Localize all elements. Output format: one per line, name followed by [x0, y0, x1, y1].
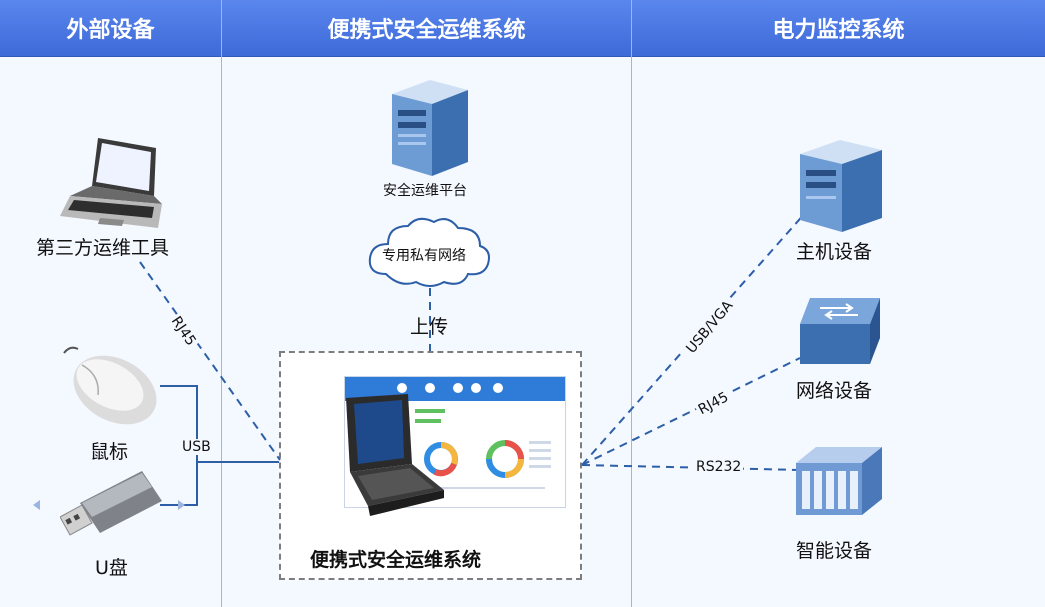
rugged-laptop-icon: [346, 394, 444, 516]
portable-device: [340, 376, 566, 516]
usb-disk-icon: [60, 471, 162, 536]
usb-disk-label: U盘: [95, 557, 128, 579]
host-label: 主机设备: [796, 241, 873, 263]
rj45-left-line: [139, 261, 281, 461]
mouse-label: 鼠标: [90, 441, 129, 463]
power-title: 电力监控系统: [772, 18, 905, 43]
cloud-icon: [368, 217, 490, 287]
column-divider: [631, 0, 632, 607]
host-server-icon: [800, 140, 882, 232]
rs232-label: RS232: [694, 459, 744, 475]
external-header: 外部设备: [0, 0, 221, 57]
usb-left-label: USB: [180, 439, 213, 455]
portable-title: 便携式安全运维系统: [327, 18, 526, 43]
rs232-line: [581, 464, 801, 471]
laptop-icon: [60, 138, 162, 228]
mouse-icon: [63, 346, 157, 425]
toolbar-icon: [397, 383, 407, 393]
toolbar-icon: [493, 383, 503, 393]
toolbar-icon: [425, 383, 435, 393]
server-label: 安全运维平台: [383, 183, 467, 199]
software-dashboard: [415, 409, 551, 489]
cloud-label: 专用私有网络: [382, 248, 466, 264]
network-switch-icon: [800, 298, 880, 364]
network-label: 网络设备: [796, 380, 873, 402]
power-header: 电力监控系统: [632, 0, 1045, 57]
smart-device-icon: [796, 447, 882, 515]
disk-arrow-left: [33, 500, 40, 510]
rj45-right-line: [581, 357, 801, 466]
portable-header: 便携式安全运维系统: [222, 0, 631, 57]
server-icon: [392, 80, 468, 176]
toolbar-icon: [453, 383, 463, 393]
upload-label: 上传: [410, 316, 449, 338]
toolbar-icon: [471, 383, 481, 393]
disk-arrow-right: [178, 500, 185, 510]
external-title: 外部设备: [66, 18, 155, 43]
column-divider: [221, 0, 222, 607]
portable-box-label: 便携式安全运维系统: [310, 549, 482, 571]
mouse-usb-line: [160, 385, 279, 463]
smart-label: 智能设备: [796, 540, 873, 562]
laptop-label: 第三方运维工具: [36, 237, 170, 259]
disk-usb-line: [160, 462, 198, 506]
